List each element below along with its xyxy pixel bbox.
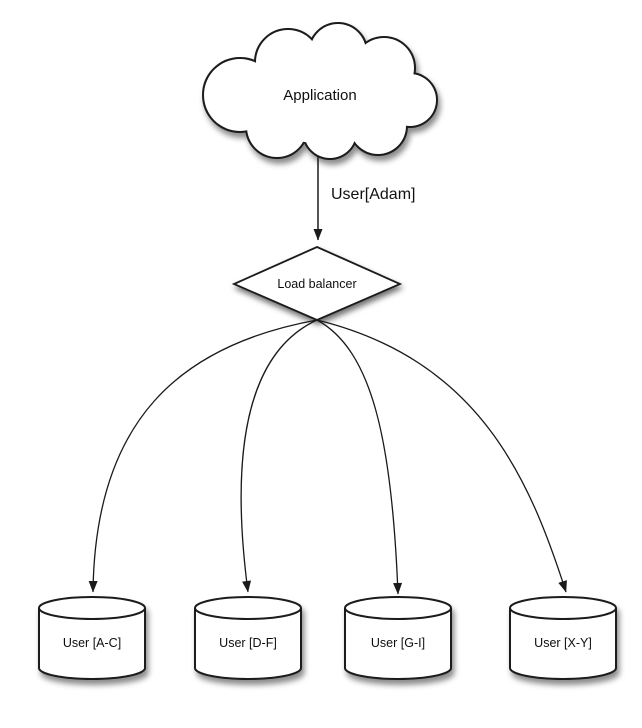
- cylinder-top-ellipse: [344, 596, 452, 620]
- edge-app-to-lb: User[Adam]: [313, 156, 415, 241]
- cylinder-top-ellipse: [194, 596, 302, 620]
- shard-g-i-label: User [G-I]: [371, 636, 425, 650]
- shard-node-d-f: User [D-F]: [194, 596, 302, 680]
- edge-lb-to-shard-x-y: [316, 319, 567, 593]
- shard-d-f-label: User [D-F]: [219, 636, 277, 650]
- application-cloud-node: Application: [202, 22, 438, 160]
- edge-lb-to-shard-d-f: [240, 319, 318, 593]
- shard-node-a-c: User [A-C]: [38, 596, 146, 680]
- cloud-icon: [202, 22, 438, 160]
- application-label: Application: [283, 87, 356, 104]
- shard-node-g-i: User [G-I]: [344, 596, 452, 680]
- shard-node-x-y: User [X-Y]: [509, 596, 617, 680]
- cylinder-top-ellipse: [38, 596, 146, 620]
- cylinder-top-ellipse: [509, 596, 617, 620]
- load-balancer-node: Load balancer: [231, 246, 403, 321]
- load-balancer-label: Load balancer: [277, 277, 356, 291]
- database-cylinder-icon: [344, 608, 452, 680]
- edge-lb-to-shard-g-i: [316, 319, 403, 595]
- request-label: User[Adam]: [331, 186, 415, 203]
- edges-lb-to-shards: [88, 319, 567, 595]
- database-cylinder-icon: [38, 608, 146, 680]
- shard-a-c-label: User [A-C]: [63, 636, 121, 650]
- database-cylinder-icon: [509, 608, 617, 680]
- database-cylinder-icon: [194, 608, 302, 680]
- edge-lb-to-shard-a-c: [88, 319, 318, 593]
- shard-x-y-label: User [X-Y]: [534, 636, 592, 650]
